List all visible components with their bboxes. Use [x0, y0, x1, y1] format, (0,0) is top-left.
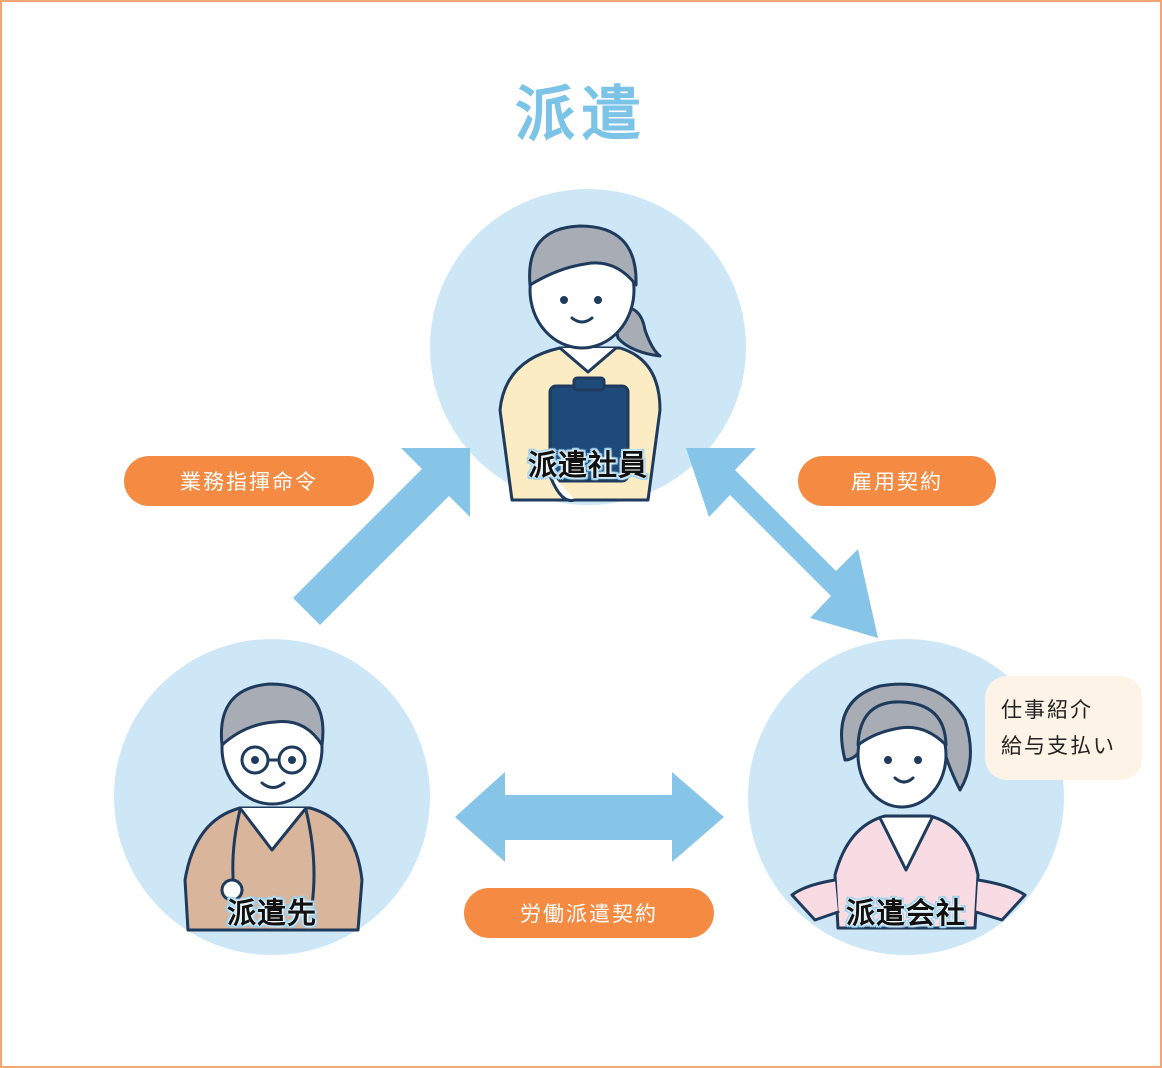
woman-in-pink-jacket-illustration	[790, 682, 1027, 930]
client-label: 派遣先	[226, 896, 317, 930]
employment-arrow	[686, 448, 878, 638]
nurse-with-clipboard-illustration	[498, 224, 662, 503]
agency-note-bubble: 仕事紹介 給与支払い	[985, 676, 1142, 780]
dispatch-pill: 労働派遣契約	[464, 888, 714, 938]
agency-label: 派遣会社	[845, 896, 966, 930]
employee-label: 派遣社員	[527, 448, 648, 482]
employment-pill: 雇用契約	[798, 456, 996, 506]
doctor-with-glasses-illustration	[183, 682, 364, 932]
diagram-title: 派遣	[515, 80, 647, 150]
agency-note-line1: 仕事紹介	[1001, 698, 1093, 722]
command-arrow	[293, 448, 470, 625]
dispatch-arrow	[455, 772, 724, 862]
command-pill: 業務指揮命令	[124, 456, 374, 506]
agency-note-line2: 給与支払い	[1001, 734, 1116, 758]
